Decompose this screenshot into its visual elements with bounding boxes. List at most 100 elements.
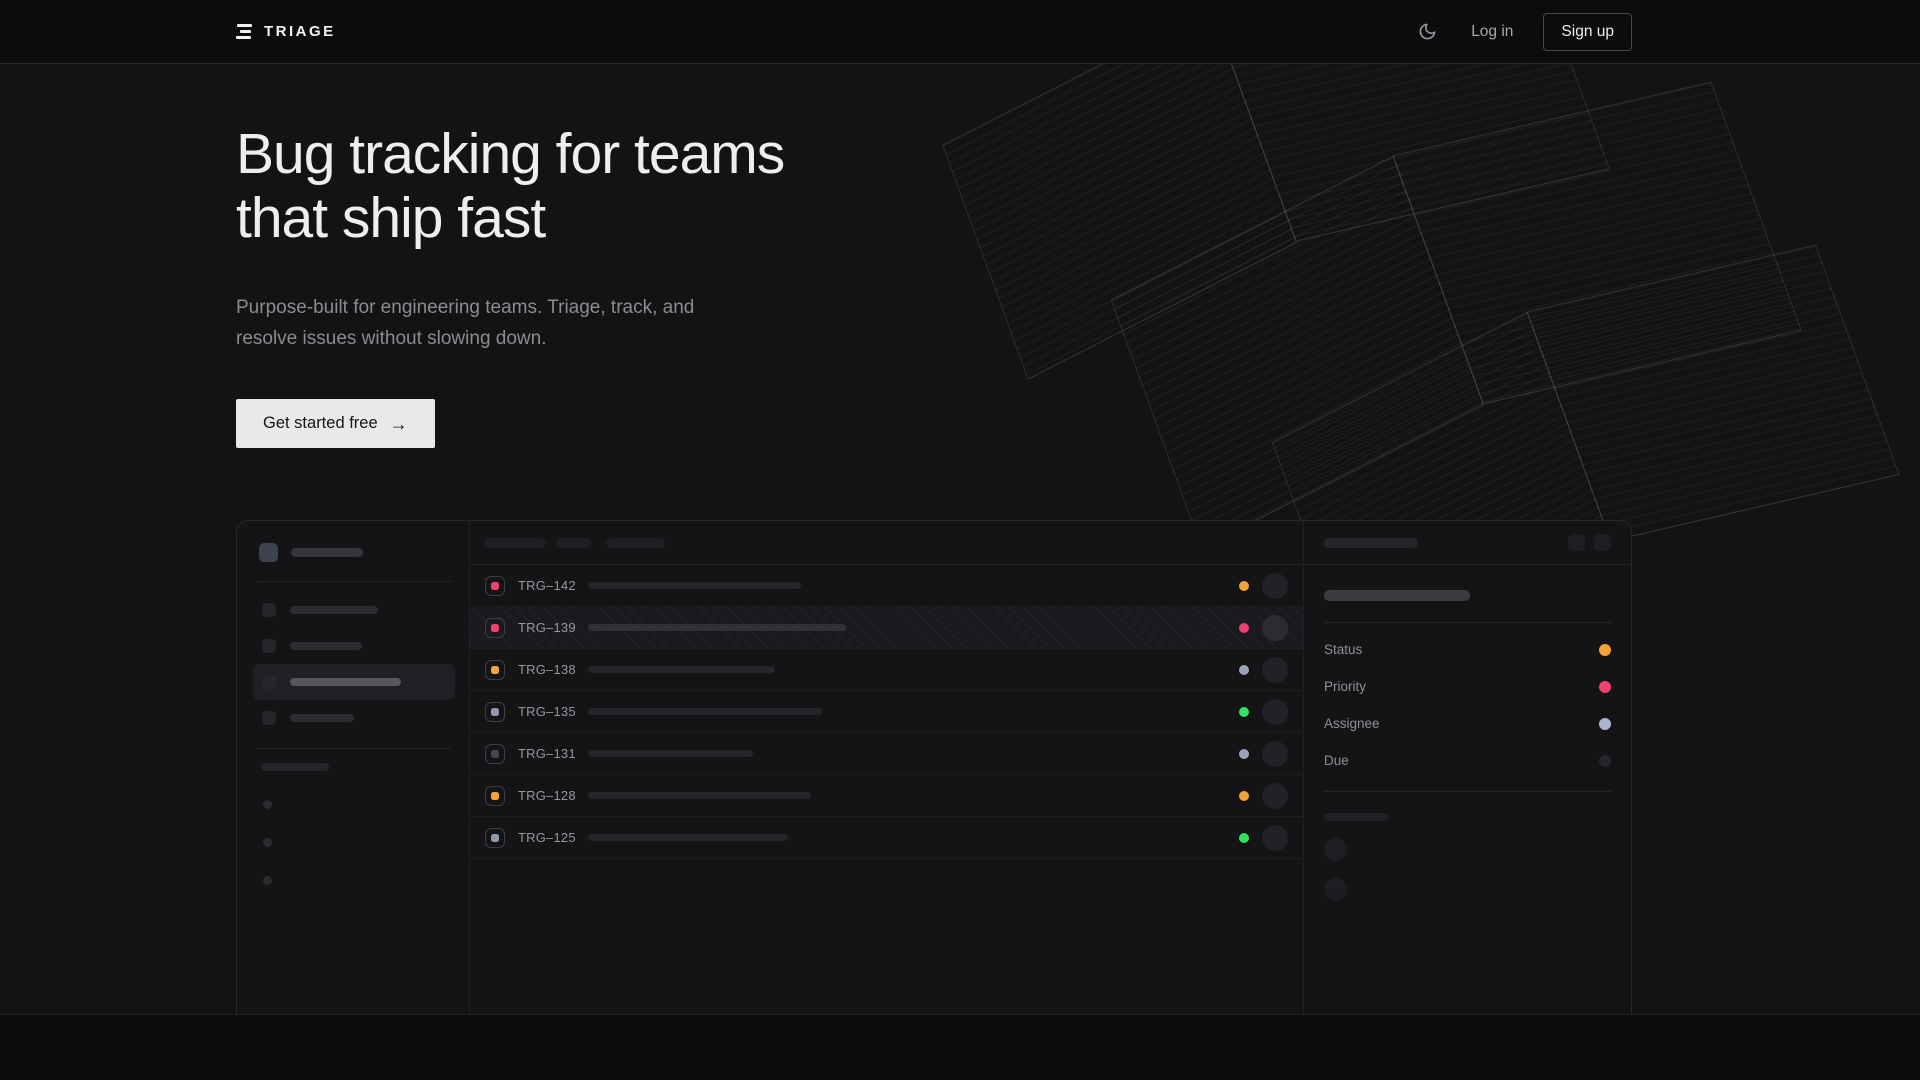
- filter-tab-skeleton: [484, 537, 546, 548]
- app-preview-panel: TRG–142 TRG–139 TRG–138 TRG–135 TRG–131: [236, 520, 1632, 1014]
- field-label: Due: [1324, 753, 1349, 768]
- skeleton-bar: [261, 763, 329, 771]
- theme-toggle-button[interactable]: [1414, 18, 1441, 45]
- assignee-avatar: [1262, 698, 1288, 725]
- skeleton-bar: [291, 548, 363, 557]
- field-label: Assignee: [1324, 716, 1380, 731]
- issue-row: TRG–135: [470, 691, 1303, 733]
- detail-field-row: Assignee: [1324, 705, 1611, 742]
- issue-type-icon: [485, 785, 505, 806]
- sidebar-dot-item: [263, 838, 272, 847]
- assignee-avatar: [1262, 572, 1288, 599]
- skeleton-bar: [290, 714, 354, 722]
- nav-actions: Log in Sign up: [1414, 12, 1632, 51]
- issue-title-skeleton: [588, 750, 753, 757]
- arrow-right-icon: →: [389, 413, 408, 434]
- issue-title-skeleton: [588, 666, 775, 673]
- assignee-avatar: [1262, 824, 1288, 851]
- sidebar-item-active: [253, 664, 455, 700]
- issue-type-icon: [485, 827, 505, 848]
- skeleton-bar: [290, 678, 401, 686]
- skeleton-bar: [1324, 813, 1389, 821]
- issue-title-skeleton: [588, 792, 811, 799]
- subtitle-line-1: Purpose-built for engineering teams. Tri…: [236, 297, 695, 318]
- cta-label: Get started free: [263, 414, 378, 432]
- field-label: Status: [1324, 642, 1363, 657]
- status-dot: [1239, 748, 1249, 759]
- title-line-1: Bug tracking for teams: [236, 122, 785, 186]
- skeleton-bar: [290, 606, 378, 614]
- divider: [257, 748, 451, 749]
- issue-id: TRG–131: [518, 746, 576, 761]
- assignee-avatar: [1262, 782, 1288, 809]
- page-title: Bug tracking for teams that ship fast: [236, 122, 785, 250]
- filter-tab-skeleton: [606, 537, 665, 548]
- brand-name: TRIAGE: [264, 23, 336, 40]
- issue-type-icon: [485, 575, 505, 596]
- issue-type-icon: [485, 659, 505, 680]
- issue-id: TRG–139: [518, 620, 576, 635]
- issue-title-skeleton: [588, 834, 788, 841]
- triage-logo-icon: [236, 24, 253, 39]
- assignee-avatar: [1262, 656, 1288, 683]
- top-nav: TRIAGE Log in Sign up: [0, 0, 1920, 64]
- status-dot: [1239, 622, 1249, 633]
- field-value-dot: [1599, 643, 1611, 656]
- issue-id: TRG–138: [518, 662, 576, 677]
- field-value-dot: [1599, 680, 1611, 693]
- moon-icon: [1419, 23, 1436, 40]
- assignee-avatar: [1262, 740, 1288, 767]
- detail-action-button: [1594, 534, 1611, 551]
- issue-title-skeleton: [1324, 590, 1470, 601]
- issue-list: TRG–142 TRG–139 TRG–138 TRG–135 TRG–131: [470, 521, 1304, 1014]
- skeleton-bar: [1324, 537, 1418, 548]
- status-dot: [1239, 790, 1249, 801]
- divider: [1324, 791, 1611, 792]
- sidebar-dot-item: [263, 800, 272, 809]
- hero-section: Bug tracking for teams that ship fast Pu…: [0, 64, 1920, 1014]
- issue-row: TRG–131: [470, 733, 1303, 775]
- divider: [1324, 622, 1611, 623]
- status-dot: [1239, 580, 1249, 591]
- issue-type-icon: [485, 701, 505, 722]
- issue-type-icon: [485, 743, 505, 764]
- detail-field-row: Due: [1324, 742, 1611, 779]
- workspace-avatar: [259, 543, 278, 562]
- detail-field-row: Priority: [1324, 668, 1611, 705]
- footer-strip: [0, 1014, 1920, 1080]
- status-dot: [1239, 832, 1249, 843]
- sidebar-item-icon: [262, 711, 276, 725]
- wireframe-slab: [936, 64, 1610, 380]
- status-dot: [1239, 706, 1249, 717]
- field-value-dot: [1599, 717, 1611, 730]
- workspace-switcher: [259, 543, 449, 562]
- issue-row: TRG–125: [470, 817, 1303, 859]
- signup-button[interactable]: Sign up: [1543, 12, 1632, 51]
- issue-row: TRG–139: [470, 607, 1303, 649]
- comment-avatar: [1324, 878, 1347, 901]
- login-link[interactable]: Log in: [1471, 22, 1514, 40]
- panel-fade-overlay: [1304, 885, 1631, 1014]
- preview-sidebar: [237, 521, 470, 1014]
- comment-avatar: [1324, 838, 1347, 861]
- sidebar-item: [253, 592, 455, 628]
- sidebar-dot-item: [263, 876, 272, 885]
- filter-tab-skeleton: [556, 537, 591, 548]
- assignee-avatar: [1262, 614, 1288, 641]
- get-started-button[interactable]: Get started free →: [236, 399, 435, 448]
- status-dot: [1239, 664, 1249, 675]
- detail-action-button: [1568, 534, 1585, 551]
- issue-id: TRG–142: [518, 578, 576, 593]
- issue-rows: TRG–142 TRG–139 TRG–138 TRG–135 TRG–131: [470, 565, 1303, 859]
- detail-field-row: Status: [1324, 631, 1611, 668]
- issue-type-icon: [485, 617, 505, 638]
- field-label: Priority: [1324, 679, 1367, 694]
- issue-row: TRG–138: [470, 649, 1303, 691]
- issue-id: TRG–135: [518, 704, 576, 719]
- brand-logo: TRIAGE: [236, 23, 336, 40]
- sidebar-section-label: [261, 763, 449, 771]
- issue-row: TRG–128: [470, 775, 1303, 817]
- issue-detail-panel: Status Priority Assignee Due: [1304, 521, 1631, 1014]
- issue-id: TRG–125: [518, 830, 576, 845]
- issue-row: TRG–142: [470, 565, 1303, 607]
